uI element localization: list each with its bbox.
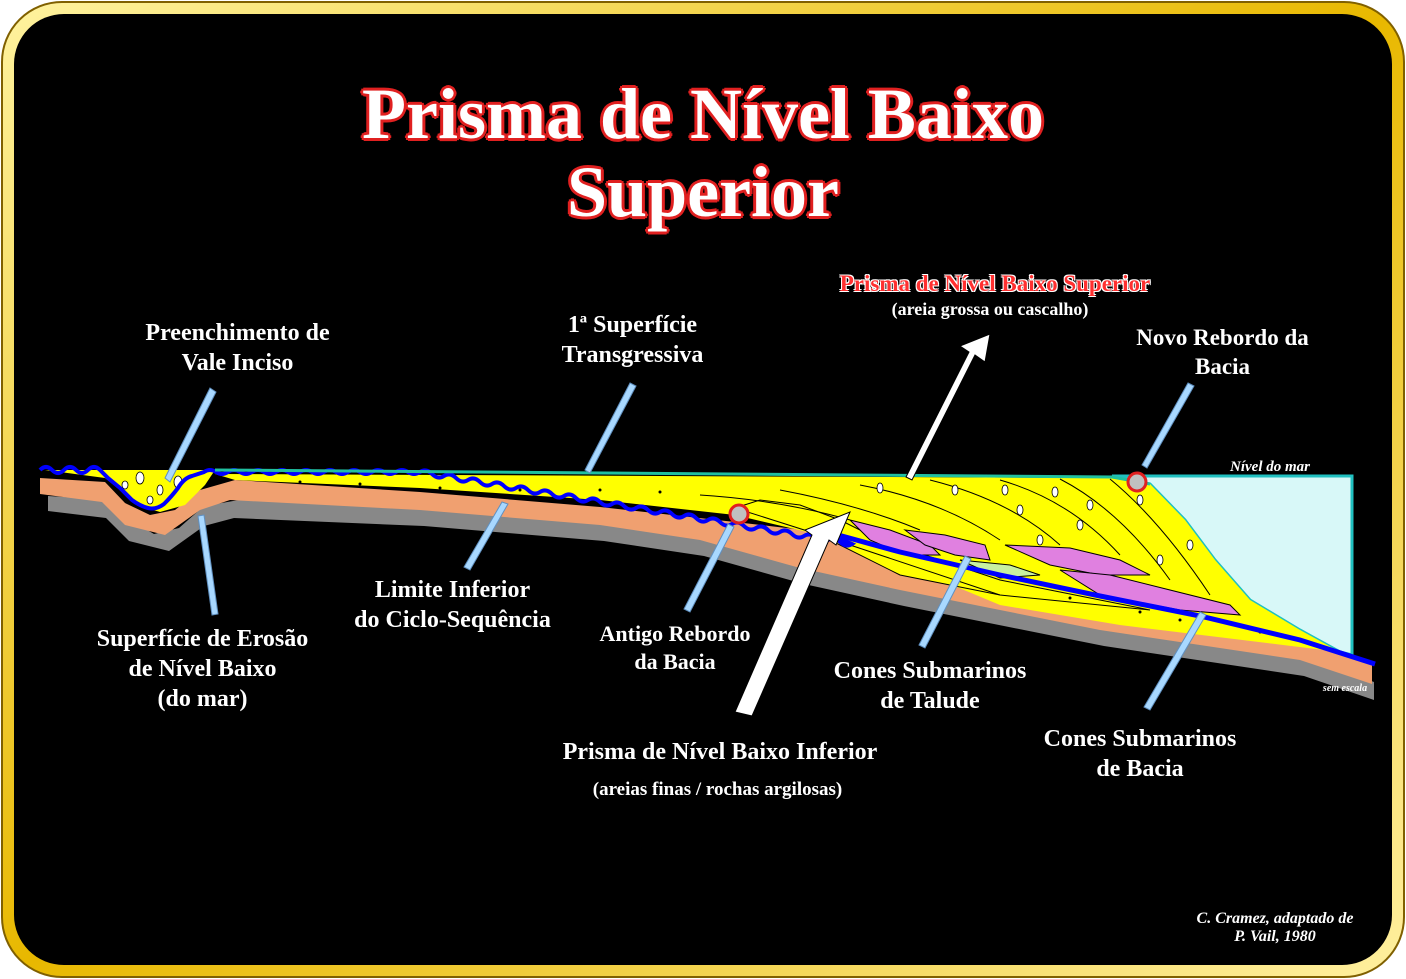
sand-prism <box>215 474 1340 652</box>
slope-fan-3 <box>1004 544 1151 576</box>
label-antigo-rebordo: Antigo Rebordo da Bacia <box>599 621 751 674</box>
incised-valley-fill <box>45 470 215 512</box>
erosion-surface <box>38 465 857 548</box>
label-prisma-inferior: Prisma de Nível Baixo Inferior <box>562 739 878 765</box>
page-title-line-2: Superior <box>566 152 839 232</box>
arrow-talude <box>918 555 972 649</box>
label-superficie-transgressiva: 1ª Superfície Transgressiva <box>561 312 704 368</box>
label-preenchimento: Preenchimento de Vale Inciso <box>145 320 330 376</box>
label-prisma-superior-sub: (areia grossa ou cascalho) <box>891 299 1089 319</box>
label-cones-talude: Cones Submarinos de Talude <box>833 658 1027 714</box>
slope-fan-1 <box>848 519 942 556</box>
label-novo-rebordo: Novo Rebordo da Bacia <box>1136 325 1309 379</box>
label-limite-inferior: Limite Inferior do Ciclo-Sequência <box>354 577 551 633</box>
arrow-limite <box>463 501 509 571</box>
arrow-novo-rebordo <box>1141 382 1195 469</box>
new-shelf-break-marker <box>1126 471 1148 493</box>
label-superficie-erosao: Superfície de Erosão de Nível Baixo (do … <box>96 626 309 712</box>
pointer-arrows <box>164 382 1207 711</box>
arrow-prisma-inferior <box>734 511 851 717</box>
old-shelf-break-marker <box>728 503 750 525</box>
label-prisma-superior: Prisma de Nível Baixo Superior <box>839 271 1151 296</box>
arrow-bacia <box>1143 611 1207 711</box>
slope-fan-2 <box>903 529 991 561</box>
sequence-boundary <box>819 527 1376 667</box>
page-title-line-1: Prisma de Nível Baixo <box>362 74 1044 154</box>
arrow-prisma-superior <box>905 333 991 481</box>
arrow-preenchimento <box>164 387 217 483</box>
pebbles <box>121 471 1194 566</box>
label-sem-escala: sem escala <box>1322 683 1368 694</box>
label-prisma-inferior-sub: (areias finas / rochas argilosas) <box>592 779 843 800</box>
arrow-transgressiva <box>584 382 637 474</box>
label-cones-bacia: Cones Submarinos de Bacia <box>1043 726 1237 782</box>
credit: C. Cramez, adaptado de P. Vail, 1980 <box>1196 910 1354 946</box>
arrow-antigo <box>683 523 735 613</box>
arrow-erosao <box>197 514 219 616</box>
label-nivel-do-mar: Nível do mar <box>1230 459 1310 475</box>
